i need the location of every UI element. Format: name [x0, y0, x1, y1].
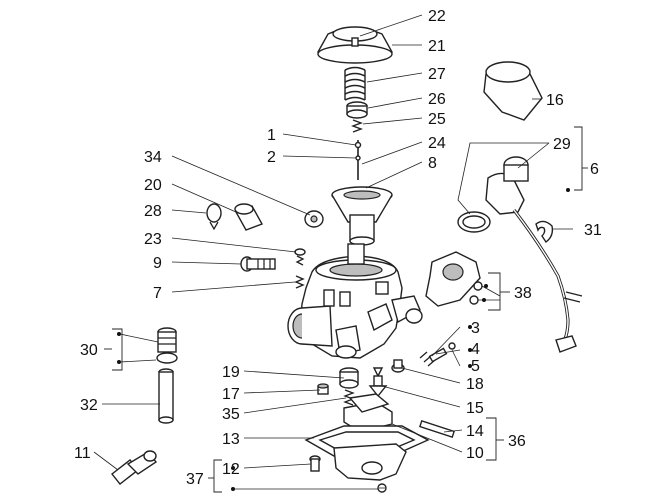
callout-35: 35 [222, 406, 240, 423]
callout-11: 11 [74, 445, 91, 462]
part-clamp [206, 203, 222, 231]
callout-38: 38 [514, 285, 532, 302]
part-float-bowl [333, 443, 407, 481]
part-sleeve [234, 203, 264, 231]
callout-28: 28 [144, 203, 162, 220]
callout-1: 1 [267, 127, 276, 144]
callout-2: 2 [267, 149, 276, 166]
part-side-cover [425, 251, 481, 307]
callout-6: 6 [590, 161, 599, 178]
callout-8: 8 [428, 155, 437, 172]
callout-19: 19 [222, 364, 240, 381]
callout-37: 37 [186, 471, 204, 488]
callout-27: 27 [428, 66, 446, 83]
part-top-cover [316, 26, 394, 64]
callout-numbers: 1 2 3 4 5 6 7 8 9 10 11 12 13 14 15 16 1… [74, 8, 602, 488]
callout-5: 5 [471, 358, 480, 375]
part-rubber-cap [483, 61, 543, 121]
callout-29: 29 [553, 136, 571, 153]
part-pilot-screw [240, 256, 276, 272]
callout-32: 32 [80, 397, 98, 414]
callout-16: 16 [546, 92, 564, 109]
group-brackets [104, 126, 588, 493]
callout-23: 23 [144, 231, 162, 248]
part-plunger-rod [158, 368, 174, 424]
part-fitting [111, 450, 158, 485]
callout-12: 12 [222, 461, 240, 478]
part-choke-plunger [156, 327, 178, 364]
part-small-spring [351, 119, 363, 133]
part-choke-assembly [457, 156, 529, 233]
part-clip [535, 220, 554, 244]
callout-18: 18 [466, 376, 484, 393]
part-drain-screw-37 [377, 483, 387, 493]
part-choke-cable [512, 209, 570, 349]
part-cable-collar [563, 291, 583, 303]
callout-4: 4 [471, 341, 480, 358]
callout-22: 22 [428, 8, 446, 25]
callout-24: 24 [428, 135, 446, 152]
callout-7: 7 [153, 285, 162, 302]
part-needle-holder [346, 101, 368, 119]
part-cable-end [555, 335, 577, 353]
callout-14: 14 [466, 423, 484, 440]
callout-9: 9 [153, 255, 162, 272]
callout-13: 13 [222, 431, 240, 448]
callout-31: 31 [584, 222, 602, 239]
callout-21: 21 [428, 38, 446, 55]
part-bowl-screw-12 [309, 455, 321, 472]
part-spring [344, 66, 366, 101]
callout-26: 26 [428, 91, 446, 108]
callout-3: 3 [471, 320, 480, 337]
callout-30: 30 [80, 342, 98, 359]
part-float-pin [419, 420, 455, 438]
part-screw-23 [294, 248, 306, 266]
callout-20: 20 [144, 177, 162, 194]
part-diaphragm-piston [331, 186, 393, 246]
part-plug [391, 359, 405, 373]
part-jet-nut [317, 383, 329, 395]
callout-34: 34 [144, 149, 162, 166]
part-main-jet-cap [339, 367, 359, 389]
part-washer [304, 210, 324, 228]
callout-15: 15 [466, 400, 484, 417]
part-spring-7 [294, 275, 305, 289]
callout-10: 10 [466, 445, 484, 462]
callout-36: 36 [508, 433, 526, 450]
leader-lines [93, 14, 573, 490]
part-screw-group [419, 342, 456, 367]
part-carburetor-body [287, 243, 423, 359]
part-float-needle [368, 367, 388, 398]
callout-17: 17 [222, 386, 240, 403]
callout-25: 25 [428, 111, 446, 128]
part-jet-needle [354, 140, 362, 180]
